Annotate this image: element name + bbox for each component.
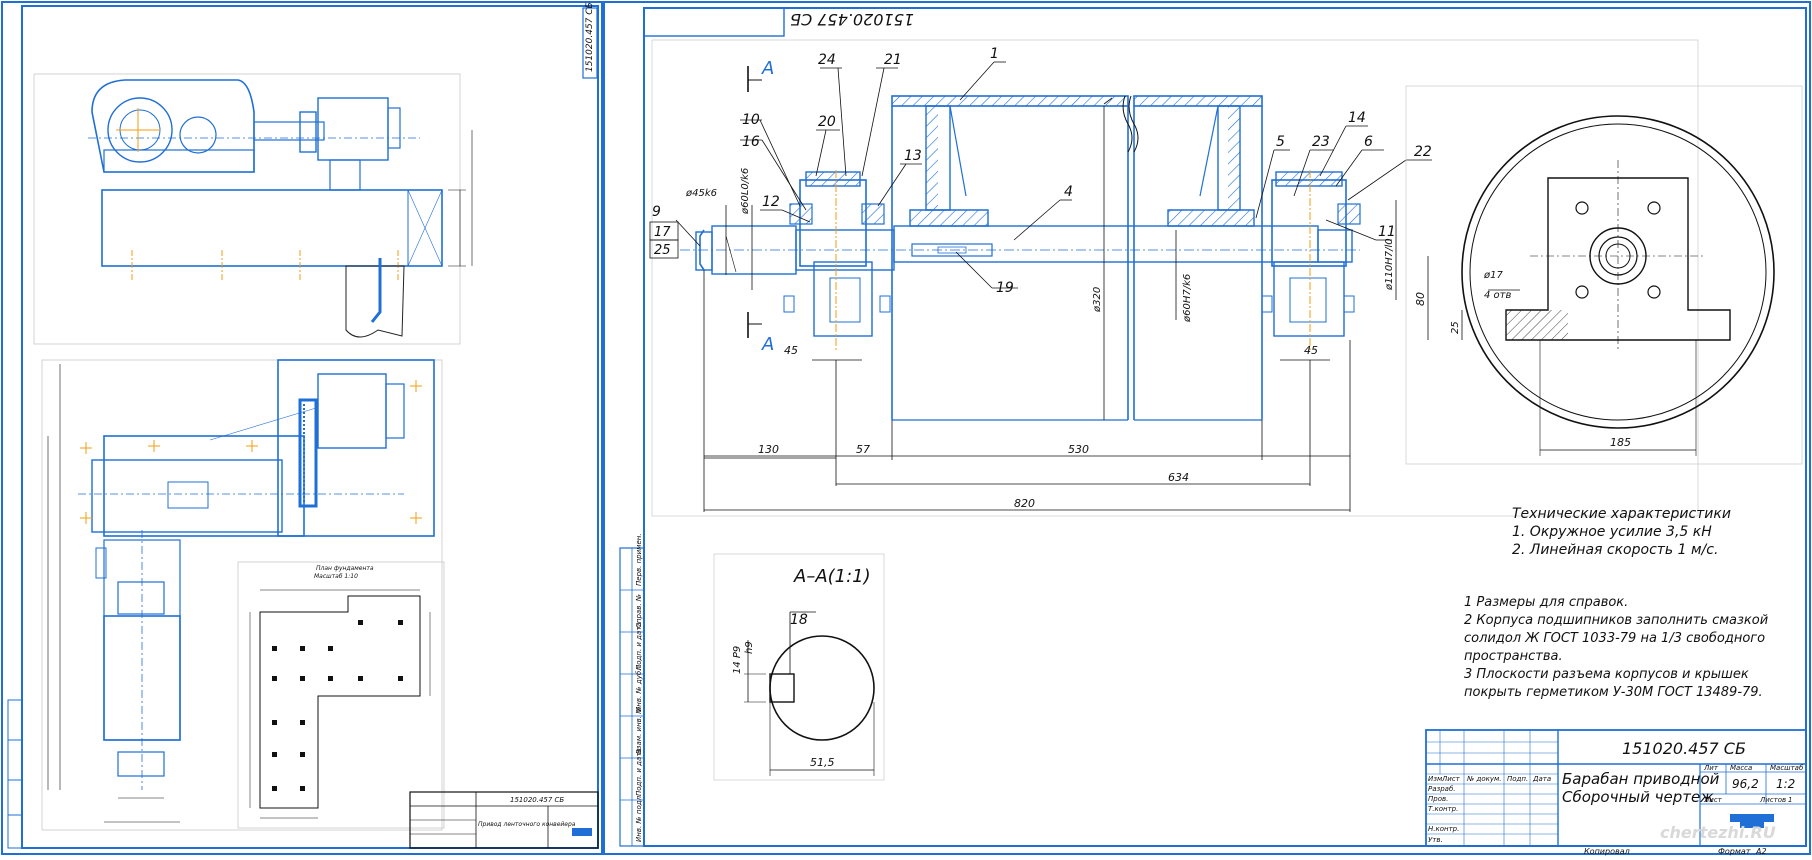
tb-sheets-n: 1	[1788, 796, 1792, 804]
tb-col-3: Дата	[1532, 775, 1551, 783]
tb-head-mass: Масса	[1730, 764, 1752, 772]
callout-17: 17	[654, 225, 671, 240]
tb-row-0: Изм	[1428, 775, 1443, 783]
dim-key-h9: h9	[744, 641, 755, 654]
copied-label: Копировал	[1584, 847, 1630, 856]
dim-holes: 4 отв	[1484, 290, 1511, 301]
dim-d60h7: ø60H7/k6	[1182, 274, 1193, 323]
title-block-name-1: Барабан приводной	[1562, 770, 1720, 788]
tb-row-4: Н.контр.	[1428, 825, 1459, 833]
tb-col-2: Подп.	[1507, 775, 1528, 783]
format-value: А2	[1755, 847, 1767, 856]
note-line-4: 3 Плоскости разъема корпусов и крышек	[1464, 667, 1749, 682]
callout-10: 10	[742, 112, 760, 128]
callout-24: 24	[818, 52, 836, 68]
tb-col-1: № докум.	[1466, 775, 1502, 783]
left-sheet: 151020.457 СБ	[1, 1, 603, 855]
note-line-5: покрыть герметиком У-30М ГОСТ 13489-79.	[1464, 685, 1763, 700]
dim-530: 530	[1068, 443, 1089, 456]
dim-51-5: 51,5	[810, 756, 835, 769]
callout-4: 4	[1064, 184, 1073, 200]
tb-row-1: Разраб.	[1428, 785, 1456, 793]
dim-634: 634	[1168, 471, 1189, 484]
section-mark-bottom: А	[761, 334, 774, 355]
left-title-code: 151020.457 СБ	[510, 796, 564, 804]
tb-head-scale: Масштаб	[1770, 764, 1804, 772]
tb-scale: 1:2	[1776, 777, 1795, 791]
tech-line-1: 1. Окружное усилие 3,5 кН	[1512, 524, 1712, 540]
plan-title: План фундамента	[316, 565, 374, 572]
callout-11: 11	[1378, 224, 1396, 240]
dim-130: 130	[758, 443, 779, 456]
tb-row-2: Пров.	[1428, 795, 1448, 803]
side-label-3: Инв. № дубл.	[635, 664, 643, 712]
dim-80: 80	[1414, 292, 1427, 306]
title-block-code: 151020.457 СБ	[1622, 739, 1746, 758]
dim-d60l0: ø60L0/k6	[740, 168, 751, 215]
callout-23: 23	[1312, 134, 1330, 150]
callout-5: 5	[1276, 134, 1285, 150]
callout-1: 1	[990, 46, 999, 62]
dim-45-left: 45	[784, 344, 798, 357]
tb-mass: 96,2	[1732, 777, 1759, 791]
dim-d45k6: ø45k6	[685, 188, 717, 199]
callout-14: 14	[1348, 110, 1366, 126]
callout-20: 20	[818, 114, 836, 130]
dim-d110: ø110H7/l0	[1384, 238, 1395, 291]
right-sheet: 151020.457 СБ Перв. примен. Справ. № Под…	[603, 1, 1811, 856]
side-label-6: Инв. № подл.	[635, 794, 643, 842]
dim-45-right: 45	[1304, 344, 1318, 357]
callout-18: 18	[790, 612, 808, 628]
watermark: chertezhi.RU	[1660, 823, 1776, 842]
callout-9: 9	[652, 204, 661, 220]
callout-16: 16	[742, 134, 760, 150]
section-view-title: А–А(1:1)	[793, 566, 871, 587]
side-label-1: Справ. №	[635, 594, 643, 628]
dim-185: 185	[1610, 436, 1631, 449]
side-label-4: Взам. инв. №	[635, 706, 643, 754]
tech-line-2: 2. Линейная скорость 1 м/с.	[1512, 542, 1718, 558]
callout-19: 19	[996, 280, 1014, 296]
tech-title: Технические характеристики	[1512, 506, 1731, 522]
note-line-3: пространства.	[1464, 649, 1563, 664]
right-stamp-code: 151020.457 СБ	[790, 10, 914, 29]
section-mark-top: А	[761, 58, 774, 79]
side-label-5: Подп. и дата	[635, 748, 643, 796]
note-line-0: 1 Размеры для справок.	[1464, 595, 1628, 610]
tb-sheet: Лист	[1703, 796, 1723, 804]
left-title-name: Привод ленточного конвейера	[478, 821, 576, 828]
side-label-2: Подп. и дата	[635, 622, 643, 670]
title-block-name-2: Сборочный чертеж	[1562, 788, 1714, 806]
note-line-1: 2 Корпуса подшипников заполнить смазкой	[1464, 613, 1768, 628]
dim-d320: ø320	[1092, 287, 1103, 313]
callout-25: 25	[654, 243, 671, 258]
tb-row-3: Т.контр.	[1428, 805, 1458, 813]
plan-scale: Масштаб 1:10	[314, 573, 358, 580]
dim-25: 25	[1450, 321, 1461, 334]
callout-13: 13	[904, 148, 922, 164]
tb-head-lit: Лит	[1703, 764, 1719, 772]
format-label: Формат	[1718, 847, 1751, 856]
callout-21: 21	[884, 52, 902, 68]
dim-820: 820	[1014, 497, 1035, 510]
side-label-0: Перв. примен.	[635, 533, 643, 586]
note-line-2: солидол Ж ГОСТ 1033-79 на 1/3 свободного	[1464, 631, 1765, 646]
tb-sheets: Листов	[1759, 796, 1786, 804]
dim-57: 57	[856, 443, 870, 456]
left-stamp-code: 151020.457 СБ	[585, 2, 595, 72]
tb-row-5: Утв.	[1428, 836, 1443, 844]
callout-6: 6	[1364, 134, 1373, 150]
tb-col-0: Лист	[1441, 775, 1461, 783]
callout-12: 12	[762, 194, 780, 210]
dim-key-p9: 14 P9	[732, 646, 743, 674]
dim-d17: ø17	[1483, 270, 1503, 281]
callout-22: 22	[1414, 144, 1432, 160]
